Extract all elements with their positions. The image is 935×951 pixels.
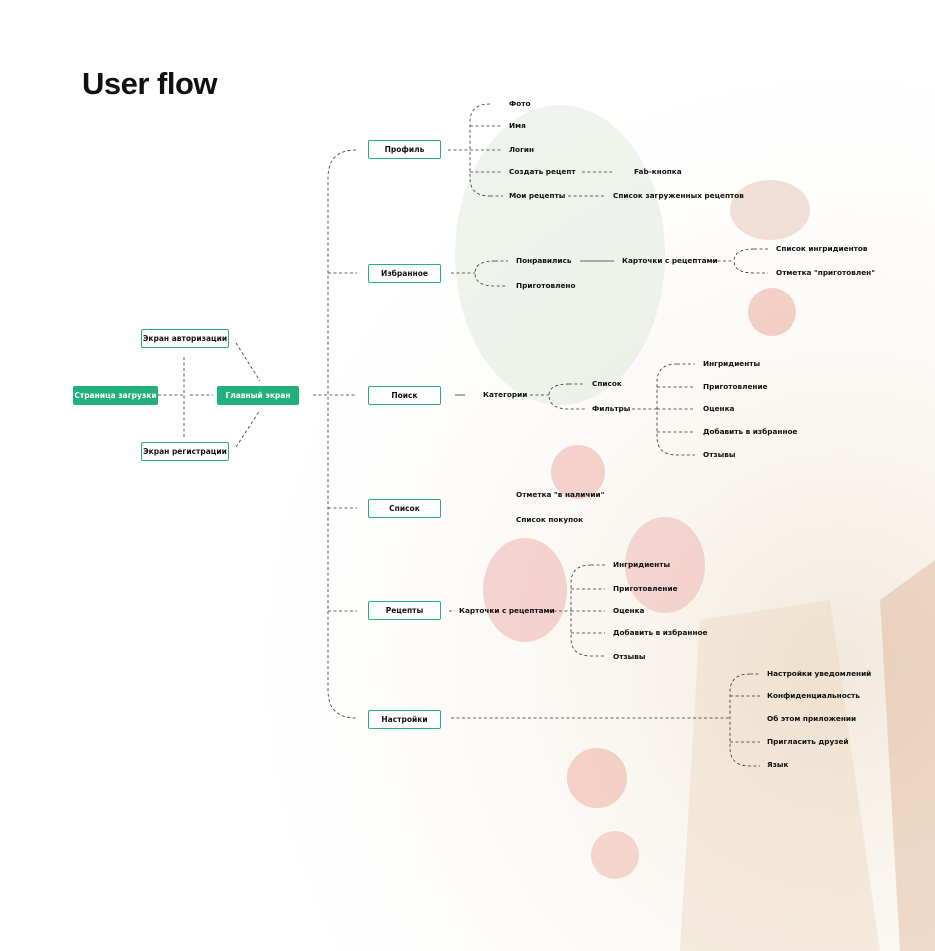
- search-categories-node: Категории: [483, 390, 528, 399]
- recipes-item-cooking: Приготовление: [613, 584, 678, 593]
- filter-item-rating: Оценка: [703, 404, 735, 413]
- recipes-item-reviews: Отзывы: [613, 652, 646, 661]
- profile-node: Профиль: [368, 140, 441, 159]
- filter-item-reviews: Отзывы: [703, 450, 736, 459]
- settings-item-about: Об этом приложении: [767, 714, 857, 723]
- profile-item-login: Логин: [509, 145, 535, 154]
- search-node: Поиск: [368, 386, 441, 405]
- recipes-item-add-favorite: Добавить в избранное: [613, 628, 708, 637]
- favorites-item-liked: Понравились: [516, 256, 572, 265]
- auth-screen-node: Экран авторизации: [141, 329, 229, 348]
- main-screen-node: Главный экран: [217, 386, 299, 405]
- register-screen-node: Экран регистрации: [141, 442, 229, 461]
- fab-button-node: Fab-кнопка: [634, 167, 682, 176]
- recipes-node: Рецепты: [368, 601, 441, 620]
- loading-screen-node: Страница загрузки: [73, 386, 158, 405]
- recipes-item-ingredients: Ингридиенты: [613, 560, 671, 569]
- recipes-item-rating: Оценка: [613, 606, 645, 615]
- settings-node: Настройки: [368, 710, 441, 729]
- settings-item-privacy: Конфиденциальность: [767, 691, 860, 700]
- profile-item-my-recipes: Мои рецепты: [509, 191, 566, 200]
- favorites-cards-node: Карточки с рецептами: [622, 256, 718, 265]
- search-item-list: Список: [592, 379, 622, 388]
- settings-item-notifications: Настройки уведомлений: [767, 669, 872, 678]
- filter-item-ingredients: Ингридиенты: [703, 359, 761, 368]
- favorites-node: Избранное: [368, 264, 441, 283]
- profile-item-name: Имя: [509, 121, 526, 130]
- profile-item-create: Создать рецепт: [509, 167, 576, 176]
- recipes-cards-node: Карточки с рецептами: [459, 606, 555, 615]
- settings-item-language: Язык: [767, 760, 789, 769]
- list-node: Список: [368, 499, 441, 518]
- favorites-item-cooked: Приготовлено: [516, 281, 576, 290]
- favorites-card-ingredients: Список ингридиентов: [776, 244, 868, 253]
- list-item-in-stock: Отметка "в наличии": [516, 490, 605, 499]
- settings-item-invite: Пригласить друзей: [767, 737, 849, 746]
- search-item-filters: Фильтры: [592, 404, 631, 413]
- list-item-shopping: Список покупок: [516, 515, 584, 524]
- favorites-card-cooked-mark: Отметка "приготовлен": [776, 268, 875, 277]
- filter-item-cooking: Приготовление: [703, 382, 768, 391]
- profile-item-photo: Фото: [509, 99, 531, 108]
- page-title: User flow: [82, 66, 218, 101]
- uploaded-recipes-node: Список загруженных рецептов: [613, 191, 744, 200]
- filter-item-add-favorite: Добавить в избранное: [703, 427, 798, 436]
